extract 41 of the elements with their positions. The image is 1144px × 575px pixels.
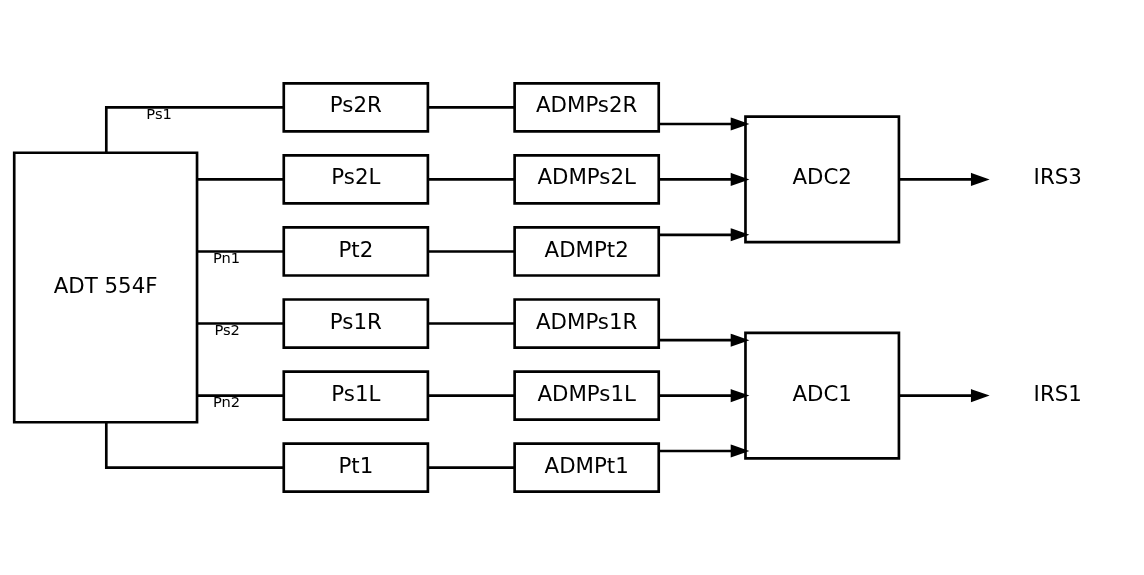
node-box: Pt1 [282,442,430,493]
connector [428,106,515,109]
connector [428,250,515,253]
node-box: Ps2R [282,82,430,133]
arrow [899,172,990,186]
connector [197,178,284,181]
connector [428,178,515,181]
connector [104,422,284,469]
connector [104,106,284,153]
node-box: Ps2L [282,154,430,205]
arrow [659,389,750,403]
node-text: IRS3 [1033,164,1082,190]
connector [197,250,284,253]
node-box: ADMPs1R [513,298,661,349]
node-box: Ps1R [282,298,430,349]
connector [197,394,284,397]
node-box: ADMPt1 [513,442,661,493]
node-box: ADT 554F [12,151,199,424]
node-box: ADMPs2R [513,82,661,133]
node-box: Pt2 [282,226,430,277]
node-box: ADC1 [744,331,901,460]
node-box: ADMPs2L [513,154,661,205]
arrow [659,333,750,347]
arrow [659,172,750,186]
node-box: ADMPs1L [513,370,661,421]
arrow [659,117,750,131]
edge-label: Pn2 [212,393,241,411]
arrow [899,389,990,403]
arrow [659,444,750,458]
connector [428,394,515,397]
node-box: Ps1L [282,370,430,421]
connector [428,466,515,469]
edge-label: Ps1 [146,105,172,123]
node-box: ADMPt2 [513,226,661,277]
edge-label: Ps2 [214,321,240,339]
connector [428,322,515,325]
connector [197,322,284,325]
arrow [659,228,750,242]
node-box: ADC2 [744,115,901,244]
edge-label: Pn1 [212,249,241,267]
node-text: IRS1 [1033,380,1082,406]
